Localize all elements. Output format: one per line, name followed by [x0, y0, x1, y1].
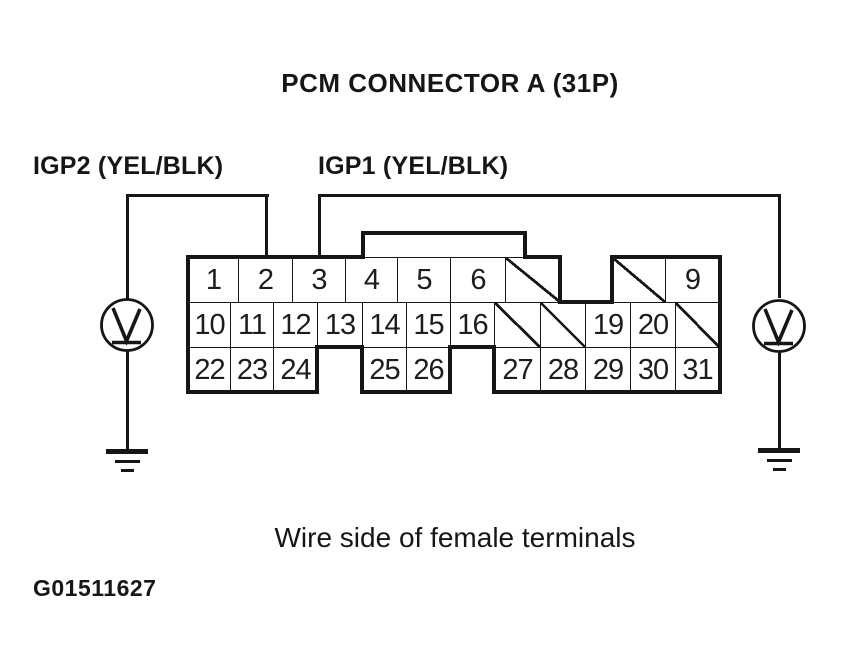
pin-cell-24: 24 [273, 347, 318, 393]
igp1-wire-voltmeter-to-ground [778, 351, 781, 450]
pin-cell-20: 20 [630, 302, 676, 348]
pin-cell-9: 9 [665, 257, 720, 303]
empty-pin-cell [505, 257, 561, 303]
voltmeter-icon [752, 299, 806, 353]
pin-cell-11: 11 [230, 302, 274, 348]
empty-pin-cell [675, 302, 720, 348]
pin-cell-12: 12 [273, 302, 318, 348]
empty-pin-cell [540, 302, 586, 348]
pin-cell-27: 27 [494, 347, 541, 393]
pin-cell-13: 13 [317, 302, 363, 348]
pin-cell-29: 29 [585, 347, 631, 393]
ground-bar [772, 468, 786, 471]
wire-label-igp1: IGP1 (YEL/BLK) [318, 152, 509, 180]
igp2-wire-voltmeter-to-ground [126, 350, 129, 451]
page-title: PCM CONNECTOR A (31P) [281, 68, 619, 98]
igp1-wire-down-to-pin3 [318, 194, 321, 258]
pin-cell-28: 28 [540, 347, 586, 393]
pin-cell-25: 25 [362, 347, 407, 393]
pin-cell-2: 2 [238, 257, 293, 303]
pin-cell-23: 23 [230, 347, 274, 393]
igp2-wire-horizontal [126, 194, 269, 197]
pin-cell-10: 10 [188, 302, 231, 348]
pin-cell-4: 4 [345, 257, 398, 303]
voltmeter-icon [100, 298, 154, 352]
pin-cell-22: 22 [188, 347, 231, 393]
ground-icon [106, 449, 148, 472]
pin-cell-14: 14 [362, 302, 407, 348]
ground-bar [120, 469, 134, 472]
pin-cell-1: 1 [188, 257, 239, 303]
pin-cell-26: 26 [406, 347, 451, 393]
diagram-caption: Wire side of female terminals [274, 522, 636, 553]
pin-cell-16: 16 [450, 302, 495, 348]
igp1-wire-down-to-voltmeter [778, 194, 781, 298]
pin-cell-31: 31 [675, 347, 720, 393]
figure-id: G01511627 [33, 575, 157, 601]
ground-bar [758, 448, 800, 453]
empty-pin-cell [494, 302, 541, 348]
pin-cell-6: 6 [450, 257, 506, 303]
pin-cell-3: 3 [292, 257, 346, 303]
pin-cell-15: 15 [406, 302, 451, 348]
igp1-wire-horizontal [318, 194, 781, 197]
pin-cell-19: 19 [585, 302, 631, 348]
pin-cell-5: 5 [397, 257, 451, 303]
empty-pin-cell [612, 257, 666, 303]
pin-cell-30: 30 [630, 347, 676, 393]
igp2-wire-down-to-pin2 [265, 194, 268, 258]
wire-label-igp2: IGP2 (YEL/BLK) [33, 152, 224, 180]
ground-bar [106, 449, 148, 454]
ground-bar [114, 460, 140, 463]
igp2-wire-down-to-voltmeter [126, 194, 129, 299]
ground-bar [766, 459, 792, 462]
ground-icon [758, 448, 800, 471]
